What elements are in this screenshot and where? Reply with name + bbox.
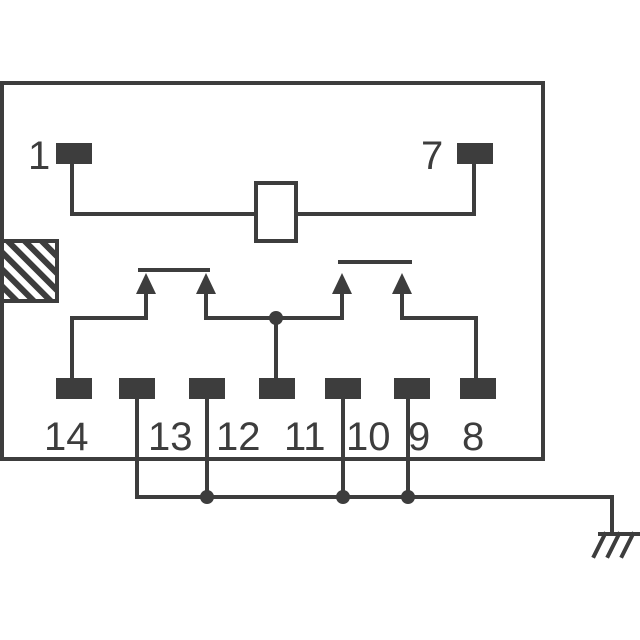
package-outline <box>0 81 545 461</box>
pin-pad-14 <box>56 378 92 399</box>
pin-pad-13 <box>119 378 155 399</box>
pin-label-8: 8 <box>462 415 484 459</box>
junction-dot <box>401 490 415 504</box>
junction-dot <box>269 311 283 325</box>
contact-arrow-4 <box>392 273 412 294</box>
contact-arrow-2 <box>196 273 216 294</box>
contact-b-wire-right <box>400 290 478 380</box>
pin-pad-8 <box>460 378 496 399</box>
pin-pad-10 <box>325 378 361 399</box>
ground-symbol <box>591 531 640 559</box>
pin-label-7: 7 <box>421 134 443 178</box>
pin-label-11: 11 <box>284 415 326 459</box>
contact-arrow-3 <box>332 273 352 294</box>
pin-label-12: 12 <box>216 415 261 459</box>
junction-dot <box>336 490 350 504</box>
pin-pad-1 <box>56 143 92 164</box>
coil-symbol <box>254 181 298 243</box>
pin-pad-12 <box>189 378 225 399</box>
pin-label-9: 9 <box>408 415 430 459</box>
pin-label-10: 10 <box>346 415 391 459</box>
orientation-marker <box>0 239 59 303</box>
pin-pad-11 <box>259 378 295 399</box>
coil-wire <box>70 161 476 216</box>
pin-pad-7 <box>457 143 493 164</box>
pin-label-1: 1 <box>28 134 50 178</box>
contact-a-wire-right <box>204 290 344 320</box>
junction-dot <box>200 490 214 504</box>
pin-pad-9 <box>394 378 430 399</box>
ground-bus <box>135 396 614 536</box>
contact-a-wire-left <box>70 290 148 380</box>
contact-arrow-1 <box>136 273 156 294</box>
pin-label-13: 13 <box>148 415 193 459</box>
pin-label-14: 14 <box>44 415 89 459</box>
